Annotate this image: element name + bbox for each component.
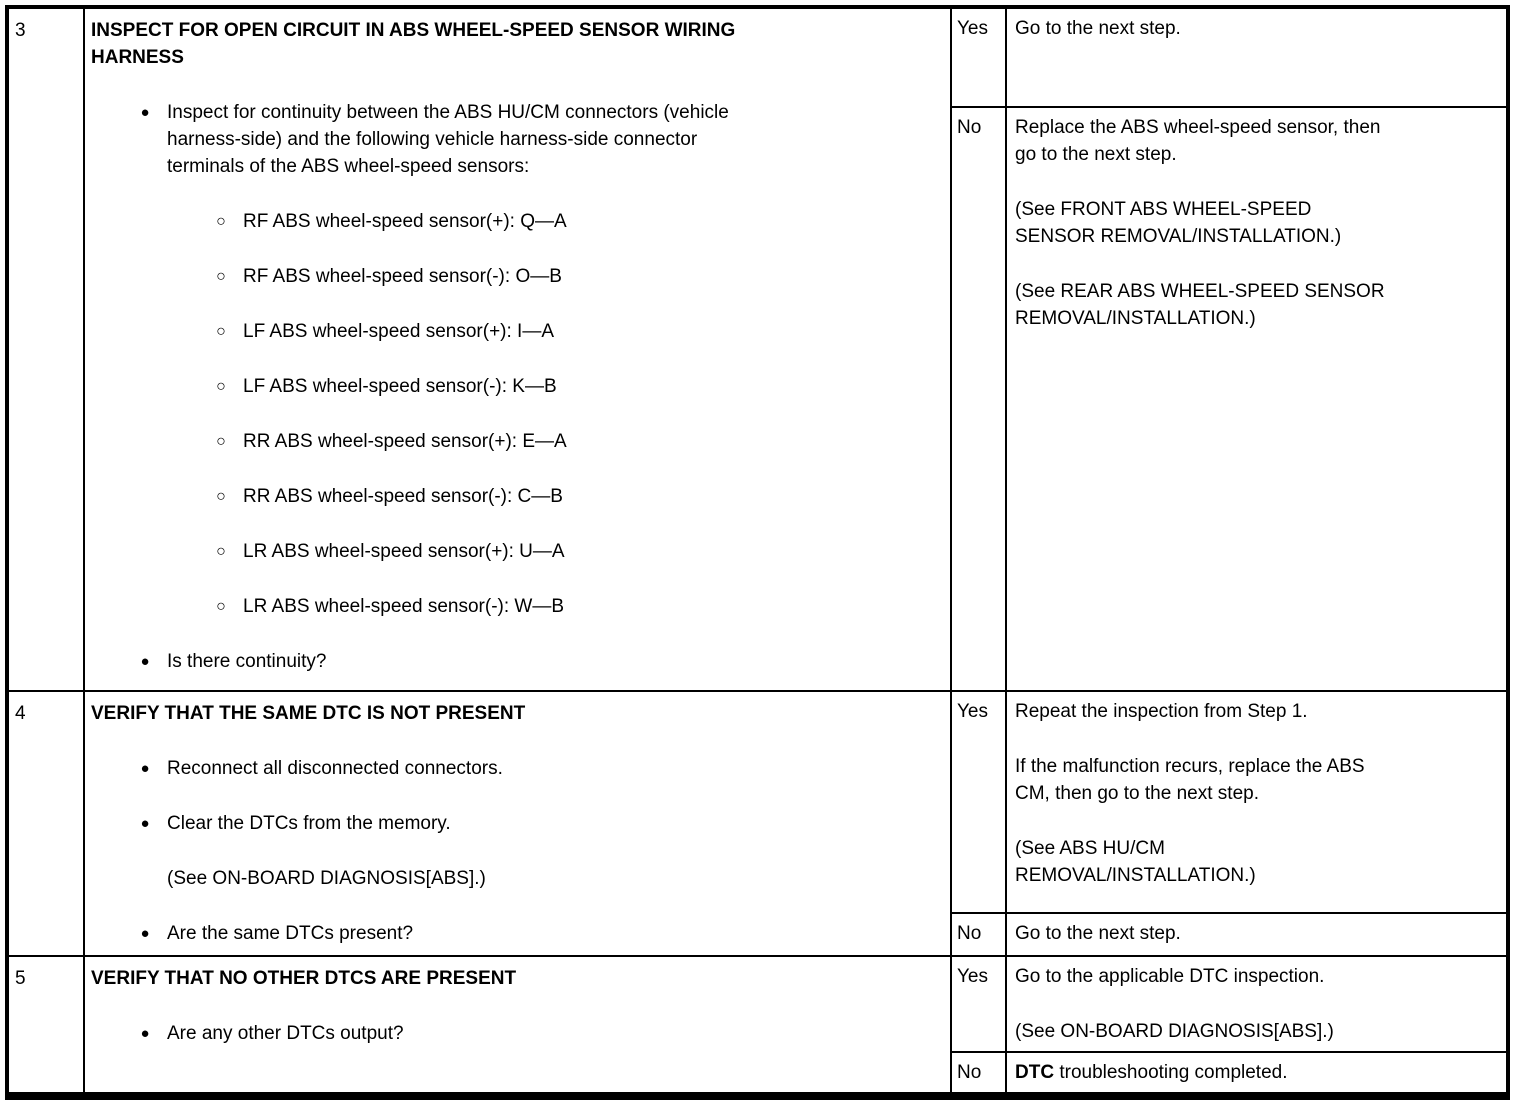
action-cell: Go to the next step. [1005,6,1509,108]
action-text: (See FRONT ABS WHEEL-SPEED SENSOR REMOVA… [1015,199,1342,247]
answer-cell-yes: Yes [950,955,1007,1053]
list-item-text: RF ABS wheel-speed sensor(-): O—B [243,266,562,287]
action-text-bold: DTC [1015,1062,1055,1083]
inspection-cell: VERIFY THAT THE SAME DTC IS NOT PRESENT … [83,690,952,957]
list-item: ○ LF ABS wheel-speed sensor(+): I—A [213,318,944,345]
inspection-cell: VERIFY THAT NO OTHER DTCS ARE PRESENT ● … [83,955,952,1097]
list-item: ○ LR ABS wheel-speed sensor(+): U—A [213,538,944,565]
sub-bullet-icon: ○ [216,543,226,560]
answer-cell-no: No [950,1051,1007,1097]
sub-bullet-icon: ○ [216,268,226,285]
step-number-cell: 5 [6,955,85,1097]
step-number: 5 [15,968,26,989]
bullet-icon: ● [140,760,150,777]
action-text-rest: troubleshooting completed. [1054,1062,1288,1083]
list-item: ● Are any other DTCs output? [137,1020,944,1047]
answer-cell-no: No [950,106,1007,692]
step-number: 3 [15,20,26,41]
list-item: ○ RR ABS wheel-speed sensor(+): E—A [213,428,944,455]
action-text: Repeat the inspection from Step 1. [1015,701,1308,722]
answer-label: No [957,117,982,138]
answer-cell-yes: Yes [950,6,1007,108]
step-5-row: 5 VERIFY THAT NO OTHER DTCS ARE PRESENT … [6,955,1509,1097]
list-item-text: Reconnect all disconnected connectors. [167,758,503,779]
list-item-text: LR ABS wheel-speed sensor(-): W—B [243,596,565,617]
list-item-text: Are the same DTCs present? [167,923,414,944]
sub-bullet-icon: ○ [216,598,226,615]
inspection-title: VERIFY THAT NO OTHER DTCS ARE PRESENT [91,968,517,989]
bullet-icon: ● [140,925,150,942]
action-text: (See ABS HU/CM REMOVAL/INSTALLATION.) [1015,838,1256,886]
list-item-text: LF ABS wheel-speed sensor(+): I—A [243,321,555,342]
action-cell: Go to the applicable DTC inspection. (Se… [1005,955,1509,1053]
inspection-cell: INSPECT FOR OPEN CIRCUIT IN ABS WHEEL-SP… [83,6,952,692]
list-item-text: LR ABS wheel-speed sensor(+): U—A [243,541,565,562]
bullet-icon: ● [140,653,150,670]
list-item-text: Are any other DTCs output? [167,1023,404,1044]
list-item: ● Is there continuity? [137,648,944,675]
step-4-no-row: No Go to the next step. [7,912,1509,957]
bullet-icon: ● [140,104,150,121]
step-3-row: 3 INSPECT FOR OPEN CIRCUIT IN ABS WHEEL-… [6,6,1509,692]
sub-bullet-icon: ○ [216,378,226,395]
inspection-title: VERIFY THAT THE SAME DTC IS NOT PRESENT [91,703,526,724]
list-item: ● Reconnect all disconnected connectors. [137,755,944,782]
list-item-text: Clear the DTCs from the memory. [167,813,451,834]
answer-label: No [957,1062,982,1083]
list-item-note: (See ON-BOARD DIAGNOSIS[ABS].) [167,865,944,892]
step-4-row: 4 VERIFY THAT THE SAME DTC IS NOT PRESEN… [6,689,1509,957]
action-text: (See REAR ABS WHEEL-SPEED SENSOR REMOVAL… [1015,281,1385,329]
step-5-no-row: No DTC troubleshooting completed. [7,1051,1509,1097]
troubleshooting-table: 3 INSPECT FOR OPEN CIRCUIT IN ABS WHEEL-… [5,5,1510,1100]
list-item: ○ RF ABS wheel-speed sensor(-): O—B [213,263,944,290]
bullet-icon: ● [140,815,150,832]
list-item-text: (See ON-BOARD DIAGNOSIS[ABS].) [167,868,486,889]
list-item: ○ RF ABS wheel-speed sensor(+): Q—A [213,208,944,235]
answer-label: Yes [957,966,988,987]
inspection-title: INSPECT FOR OPEN CIRCUIT IN ABS WHEEL-SP… [91,20,736,68]
sub-bullet-icon: ○ [216,213,226,230]
list-item: ● Clear the DTCs from the memory. [137,810,944,837]
action-text: Replace the ABS wheel-speed sensor, then… [1015,117,1381,165]
sub-bullet-icon: ○ [216,433,226,450]
list-item: ○ LF ABS wheel-speed sensor(-): K—B [213,373,944,400]
answer-label: Yes [957,701,988,722]
list-item: ● Are the same DTCs present? [137,920,944,947]
list-item-text: RR ABS wheel-speed sensor(-): C—B [243,486,563,507]
action-cell: Repeat the inspection from Step 1. If th… [1005,689,1509,915]
bullet-icon: ● [140,1025,150,1042]
list-item-text: LF ABS wheel-speed sensor(-): K—B [243,376,557,397]
action-cell: Replace the ABS wheel-speed sensor, then… [1005,106,1509,692]
sub-bullet-icon: ○ [216,488,226,505]
answer-cell-yes: Yes [950,689,1007,915]
action-cell: DTC troubleshooting completed. [1005,1051,1509,1097]
list-item-text: RF ABS wheel-speed sensor(+): Q—A [243,211,567,232]
action-text: Go to the next step. [1015,923,1181,945]
answer-label: No [957,923,982,945]
list-item-text: RR ABS wheel-speed sensor(+): E—A [243,431,567,452]
action-text: DTC troubleshooting completed. [1015,1059,1502,1086]
action-text: Go to the applicable DTC inspection. [1015,966,1325,987]
list-item: ● Inspect for continuity between the ABS… [137,99,944,180]
step-3-no-row: No Replace the ABS wheel-speed sensor, t… [7,106,1509,692]
list-item: ○ RR ABS wheel-speed sensor(-): C—B [213,483,944,510]
step-number: 4 [15,703,26,724]
action-cell: Go to the next step. [1005,912,1509,957]
list-item: ○ LR ABS wheel-speed sensor(-): W—B [213,593,944,620]
action-text: If the malfunction recurs, replace the A… [1015,756,1365,804]
list-item-text: Is there continuity? [167,651,327,672]
step-number-cell: 3 [6,6,85,692]
answer-cell-no: No [950,912,1007,957]
action-text: Go to the next step. [1015,18,1181,39]
action-text: (See ON-BOARD DIAGNOSIS[ABS].) [1015,1021,1334,1042]
list-item-text: Inspect for continuity between the ABS H… [167,102,729,177]
sub-bullet-icon: ○ [216,323,226,340]
step-number-cell: 4 [6,690,85,957]
answer-label: Yes [957,18,988,39]
